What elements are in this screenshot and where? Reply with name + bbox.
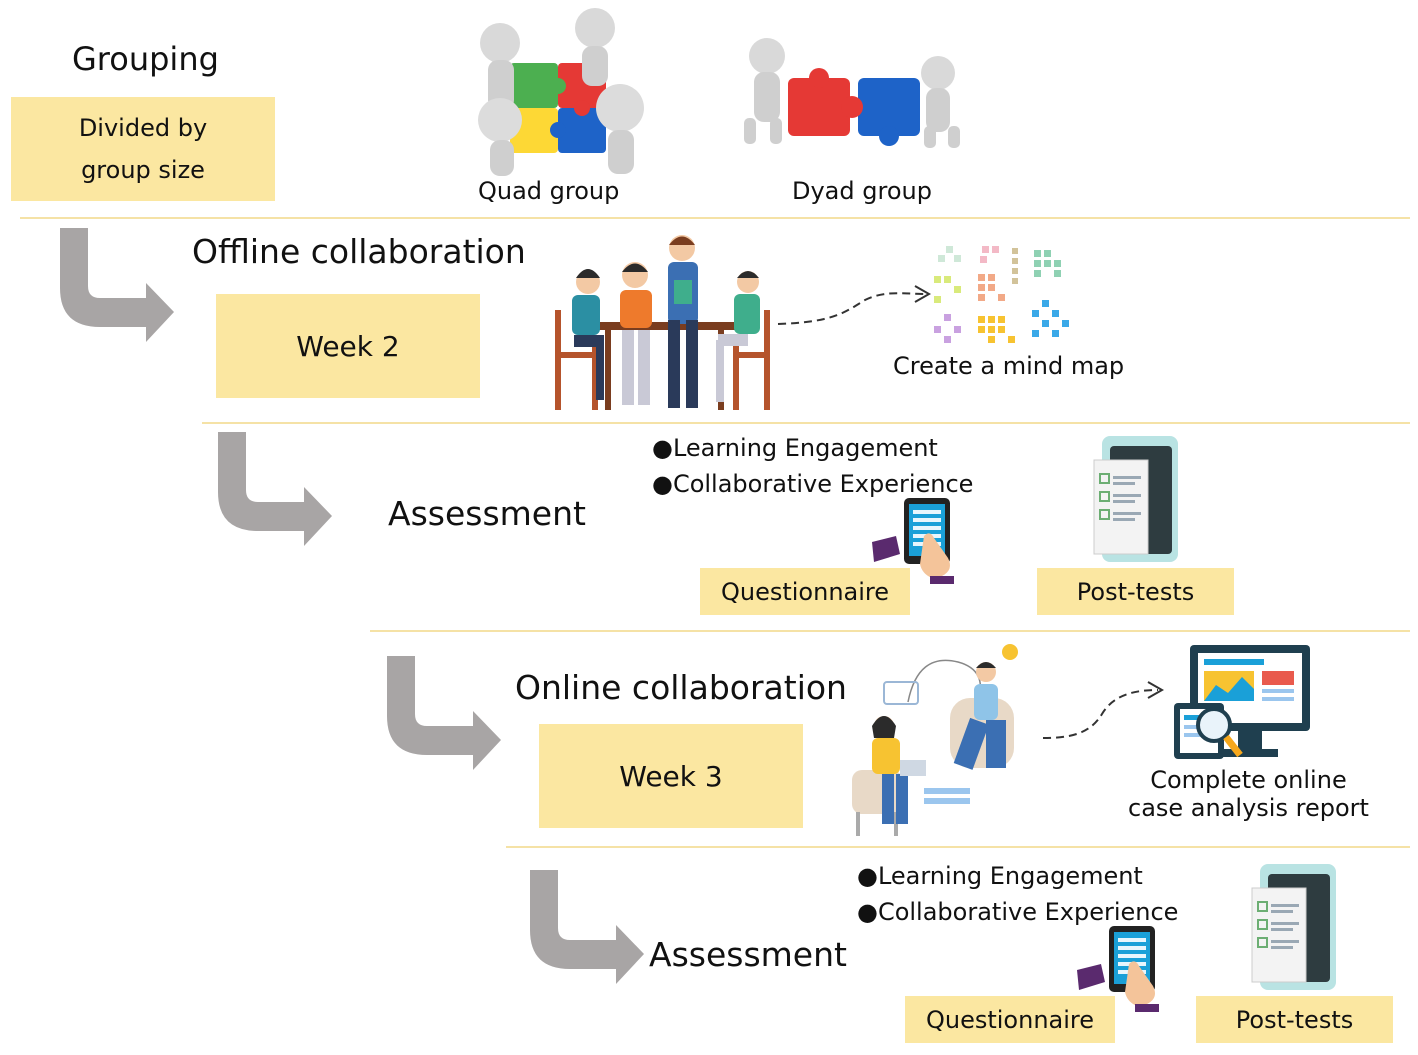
questionnaire-box-1: Questionnaire <box>700 568 910 615</box>
mind-map-label: Create a mind map <box>893 352 1125 380</box>
posttests-box-1: Post-tests <box>1037 568 1234 615</box>
group-size-line1: Divided by <box>78 114 208 142</box>
dashed-arrow-icon <box>1042 681 1165 739</box>
assessment1-bullet-experience: ●Collaborative Experience <box>652 470 974 498</box>
week2-label: Week 2 <box>296 329 400 363</box>
assessment1-bullet-engagement: ●Learning Engagement <box>652 434 938 462</box>
grouping-title: Grouping <box>72 40 219 78</box>
report-label-line1: Complete online <box>1150 766 1347 794</box>
group-size-box: Divided by group size <box>11 97 275 201</box>
tablet-hand-icon <box>1077 926 1159 1012</box>
divider-4 <box>506 846 1410 848</box>
divider-3 <box>370 630 1410 632</box>
week2-box: Week 2 <box>216 294 480 398</box>
monitor-report-icon <box>1174 645 1310 759</box>
puzzle-dyad-icon <box>744 38 960 148</box>
offline-title: Offline collaboration <box>192 232 526 271</box>
flow-arrow-icon <box>60 228 174 342</box>
assessment2-bullet-experience: ●Collaborative Experience <box>857 898 1179 926</box>
checklist-phone-icon <box>1093 436 1178 562</box>
assessment2-bullet-engagement: ●Learning Engagement <box>857 862 1143 890</box>
group-size-line2: group size <box>81 156 205 184</box>
questionnaire-label-2: Questionnaire <box>925 1005 1095 1034</box>
posttests-box-2: Post-tests <box>1196 996 1393 1043</box>
assessment1-title: Assessment <box>388 494 586 533</box>
flow-arrow-icon <box>530 870 644 984</box>
mind-map-icon <box>934 246 1069 343</box>
assessment2-title: Assessment <box>649 935 847 974</box>
report-label: Complete online case analysis report <box>1128 766 1369 822</box>
posttests-label-2: Post-tests <box>1235 1005 1354 1034</box>
questionnaire-label-1: Questionnaire <box>720 577 890 606</box>
questionnaire-box-2: Questionnaire <box>905 996 1115 1043</box>
remote-work-icon <box>852 644 1018 836</box>
week3-label: Week 3 <box>619 759 723 793</box>
divider-1 <box>20 217 1410 219</box>
checklist-phone-icon <box>1251 864 1336 990</box>
divider-2 <box>202 422 1410 424</box>
posttests-label-1: Post-tests <box>1076 577 1195 606</box>
flow-arrow-icon <box>387 656 501 770</box>
online-title: Online collaboration <box>515 668 847 707</box>
report-label-line2: case analysis report <box>1128 794 1369 822</box>
flow-arrow-icon <box>218 432 332 546</box>
quad-group-label: Quad group <box>478 177 620 205</box>
tablet-hand-icon <box>872 498 954 584</box>
dyad-group-label: Dyad group <box>792 177 932 205</box>
meeting-people-icon <box>555 235 770 410</box>
week3-box: Week 3 <box>539 724 803 828</box>
puzzle-quad-icon <box>478 8 644 176</box>
dashed-arrow-icon <box>777 285 932 325</box>
